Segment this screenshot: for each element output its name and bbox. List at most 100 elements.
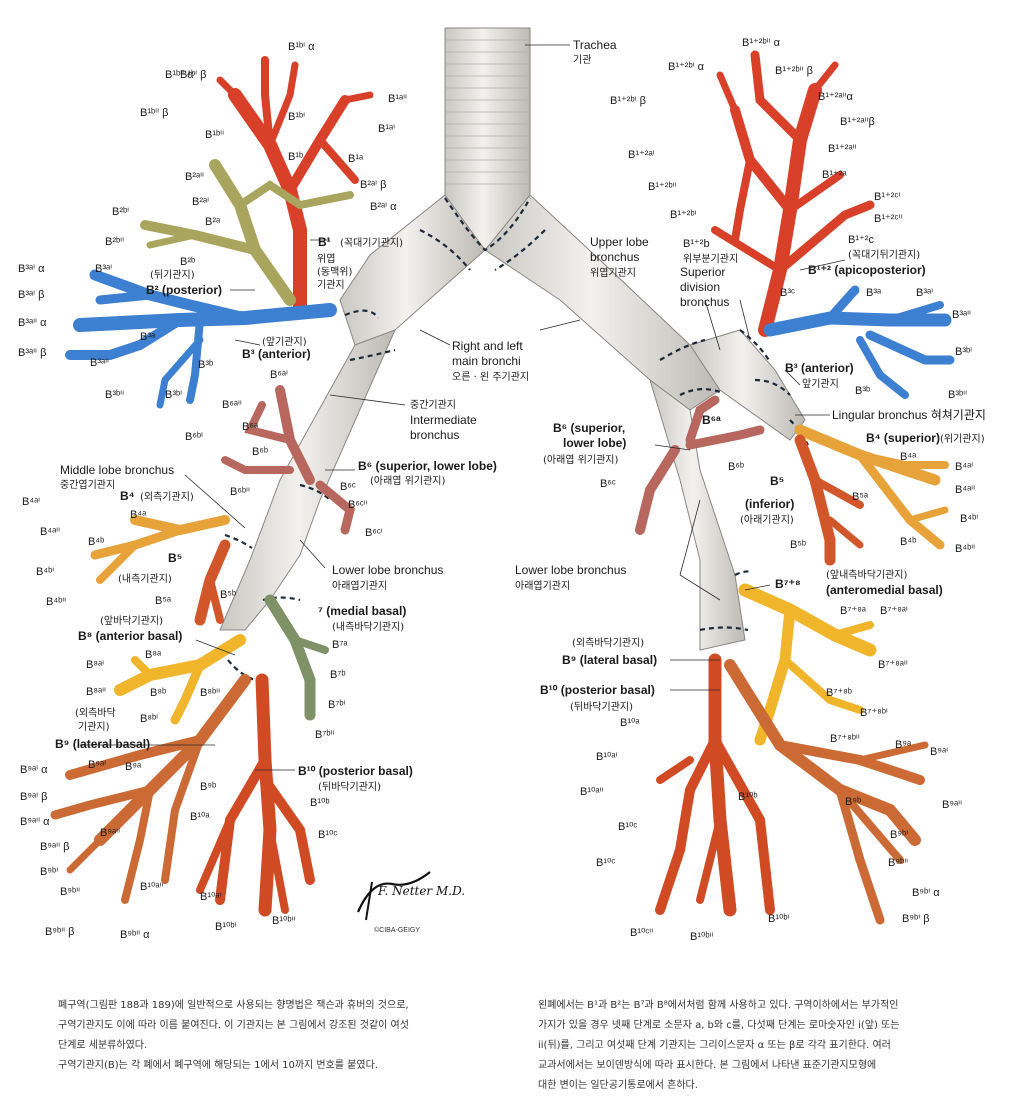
seg-label: B¹⁰ᵇ [310, 797, 330, 809]
seg-label: B¹⁺²ᵃⁱ [628, 149, 655, 161]
seg-label: B⁷⁺⁸ᵇ [826, 687, 852, 699]
branch-b3-right [65, 269, 337, 409]
label-middle-lobe-en: Middle lobe bronchus [60, 463, 174, 477]
seg-label: B¹⁺²ᶜⁱⁱ [874, 213, 902, 225]
seg-label: B¹⁺²ᵇⁱ [670, 209, 697, 221]
label-b78-l-2: (anteromedial basal) [826, 583, 943, 597]
seg-label: B³ᵇⁱ [165, 389, 182, 401]
seg-label: B¹⁺²ᵇⁱⁱ [648, 181, 677, 193]
seg-label: B⁷⁺⁸ᵇⁱⁱ [830, 733, 860, 745]
label-b12-l-ko: (꼭대기뒤기관지) [848, 249, 920, 261]
label-b9-l-ko: (외측바닥기관지) [572, 637, 644, 649]
seg-label: B¹⁺²ᵃⁱⁱβ [840, 116, 875, 128]
seg-label: B¹ᵃⁱⁱ [388, 93, 407, 105]
label-b8-r-ko: (앞바닥기관지) [100, 615, 163, 627]
seg-label: B¹ᵇⁱⁱ β [140, 107, 168, 119]
label-b6-r-ko: (아래엽 위기관지) [370, 474, 445, 487]
seg-label: B¹⁺²ᵇⁱ α [668, 61, 705, 73]
branch-b6-right [221, 385, 356, 535]
label-b1-r: B¹ [318, 235, 331, 249]
seg-label: B⁹ᵃ [895, 739, 912, 751]
caption-left: 폐구역(그림판 188과 189)에 일반적으로 사용되는 향명법은 잭슨과 휴… [58, 1000, 409, 1071]
seg-label: B⁴ᵇ [88, 536, 104, 548]
seg-label: B⁶ᵇ [252, 446, 268, 458]
label-intermediate-ko: 중간기관지 [410, 399, 456, 411]
label-main-bronchi-2: main bronchi [452, 354, 521, 368]
seg-label: B³ᵃⁱ [916, 287, 933, 299]
seg-label: B⁹ᵃⁱⁱ α [20, 816, 50, 828]
seg-label: B⁹ᵇ [845, 796, 861, 808]
seg-label: B⁹ᵃⁱ α [20, 764, 48, 776]
seg-label: B⁷⁺⁸ᵃ [840, 605, 867, 617]
seg-label: B⁶ᶜ [340, 481, 356, 493]
branch-b7-right [264, 594, 329, 721]
label-b3-l-ko: 앞기관지 [802, 378, 839, 390]
seg-label: B¹⁺²ᵇⁱⁱ β [775, 65, 813, 77]
branch-b8-right [114, 634, 246, 725]
label-superior-div-1: Superior [680, 265, 725, 279]
seg-label: B⁹ᵃⁱ β [20, 791, 48, 803]
label-middle-lobe-ko: 중간엽기관지 [60, 479, 115, 491]
seg-label: B³ᵇ [198, 359, 213, 371]
seg-label: B⁹ᵃⁱ [930, 746, 948, 758]
label-b6-l: B⁶ (superior, [553, 421, 625, 435]
seg-label: B⁹ᵃⁱⁱ [942, 799, 962, 811]
seg-label: B⁹ᵇ [200, 781, 216, 793]
seg-label: B⁶ᵃⁱⁱ [222, 399, 242, 411]
seg-label: B⁴ᵃⁱ [22, 496, 40, 508]
seg-label: B⁸ᵇⁱ [140, 713, 158, 725]
seg-label: B¹ᵃ [348, 153, 364, 165]
seg-label: B⁷ᵇⁱⁱ [315, 729, 334, 741]
seg-label: B¹⁺²ᵃⁱⁱ [828, 143, 857, 155]
label-b78-l: B⁷⁺⁸ [775, 577, 801, 591]
seg-label: B³ᵃⁱ [95, 263, 112, 275]
seg-label: B⁸ᵇⁱⁱ [200, 687, 220, 699]
label-b6-r: B⁶ (superior, lower lobe) [358, 459, 497, 473]
seg-label: B³ᵃⁱ α [18, 263, 45, 275]
seg-label: B¹⁰ᵃⁱ [200, 891, 222, 903]
seg-label: B¹⁰ᵃⁱⁱ [140, 881, 163, 893]
branch-b9-left [724, 659, 929, 925]
segment-labels-left: B¹⁺²ᵇⁱⁱ α B¹⁺²ᵇⁱ α B¹⁺²ᵇⁱⁱ β B¹⁺²ᵇⁱ β B¹… [580, 37, 978, 943]
label-b5-l: B⁵ [770, 474, 784, 488]
label-b1c-l: B¹⁺²c [848, 234, 874, 246]
label-b5-r-ko: (내측기관지) [118, 573, 172, 585]
branch-b1-right [216, 56, 374, 317]
label-b10-l-ko: (뒤바닥기관지) [570, 701, 633, 713]
signature-sub: ©CIBA-GEIGY [374, 926, 420, 934]
seg-label: B¹⁺²ᵇⁱ β [610, 95, 646, 107]
seg-label: B⁴ᵇⁱ [36, 566, 54, 578]
seg-label: B⁹ᵃⁱ [88, 759, 106, 771]
label-b3-l: B³ (anterior) [785, 361, 854, 375]
seg-label: B⁹ᵇⁱⁱ α [120, 929, 150, 941]
seg-label: B⁹ᵇⁱ α [912, 887, 940, 899]
label-b9-r-ko-2: 기관지) [78, 721, 110, 733]
seg-label: B¹⁰ᵇⁱⁱ [690, 931, 714, 943]
seg-label: B⁴ᵇⁱⁱ [955, 543, 975, 555]
seg-label: B²ᵇⁱⁱ [105, 236, 124, 248]
label-b9-r-ko-1: (외측바닥 [75, 707, 116, 719]
label-b2-r: B² (posterior) [146, 283, 222, 297]
seg-label: B¹⁺²ᵇⁱⁱ α [742, 37, 781, 49]
seg-label: B¹⁰ᵃ [190, 811, 210, 823]
branch-b10-right [196, 673, 315, 917]
label-main-bronchi-1: Right and left [452, 339, 523, 353]
seg-label: B³ᵃ [140, 331, 156, 343]
seg-label: B⁹ᵃ [125, 761, 142, 773]
label-intermediate-1: Intermediate [410, 413, 477, 427]
label-lower-lobe-l-en: Lower lobe bronchus [515, 563, 626, 577]
branch-b4-right [90, 515, 230, 584]
seg-label: B⁴ᵃⁱⁱ [40, 526, 60, 538]
seg-label: B⁴ᵇⁱ [960, 513, 978, 525]
seg-label: B³ᵇⁱⁱ [948, 389, 967, 401]
seg-label: B⁸ᵃⁱⁱ [86, 686, 106, 698]
label-b78-l-ko: (앞내측바닥기관지) [826, 569, 908, 581]
caption-right: 왼폐에서는 B¹과 B²는 B⁷과 B⁸에서처럼 함께 사용하고 있다. 구역이… [538, 1000, 900, 1091]
seg-label: B⁷⁺⁸ᵃⁱⁱ [878, 659, 908, 671]
seg-label: B⁴ᵃⁱⁱ [955, 484, 975, 496]
seg-label: B⁹ᵇⁱ [890, 829, 908, 841]
label-b1b-l-ko: 위부분기관지 [683, 252, 738, 265]
seg-label: B¹⁰ᵇⁱ [215, 921, 237, 933]
seg-label: B²ᵃⁱ β [360, 179, 386, 191]
label-b4-l-ko: (위기관지) [940, 432, 985, 445]
